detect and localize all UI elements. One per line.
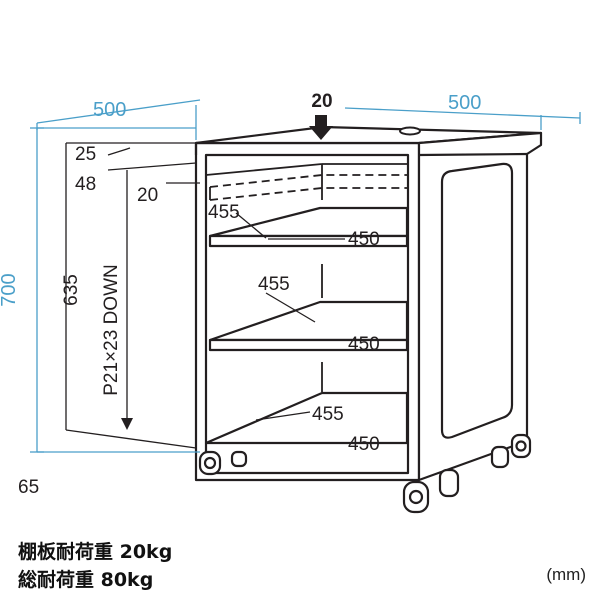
shelf2-depth-label: 455 xyxy=(258,274,290,295)
shelves xyxy=(204,206,409,445)
black-dimension-lines xyxy=(65,142,200,449)
cable-hole-arrow xyxy=(309,115,333,140)
width-right-label: 500 xyxy=(448,92,481,114)
total-load-spec: 総耐荷重 80kg xyxy=(18,569,154,591)
height-total-label: 700 xyxy=(0,273,20,306)
shelf2-width-label: 450 xyxy=(348,334,380,355)
caster-middle xyxy=(438,468,460,498)
top-offset-label: 48 xyxy=(75,174,96,195)
caster-back-left xyxy=(230,450,248,468)
unit-label: (mm) xyxy=(546,565,586,584)
width-left-label: 500 xyxy=(93,99,126,121)
blue-dimension-lines xyxy=(30,99,581,453)
dashed-top-shelf xyxy=(209,174,407,201)
top-inset-label: 20 xyxy=(137,185,158,206)
casters xyxy=(198,433,532,514)
shelf3-depth-label: 455 xyxy=(312,404,344,425)
cable-hole xyxy=(399,126,421,136)
shelf-dimension-lines xyxy=(235,212,345,444)
top-thickness-label: 25 xyxy=(75,144,96,165)
pitch-label: P21×23 DOWN xyxy=(101,264,122,395)
caster-back-right xyxy=(490,445,510,469)
pitch-arrow-head xyxy=(121,418,133,430)
height-inner-label: 635 xyxy=(61,274,82,306)
caster-front-left xyxy=(198,450,222,476)
shelf-load-spec: 棚板耐荷重 20kg xyxy=(18,541,173,563)
side-window xyxy=(440,162,514,439)
shelf-1-front xyxy=(208,234,409,248)
cable-hole-label: 20 xyxy=(311,91,332,112)
caster-back-right-2 xyxy=(510,433,532,459)
side-panel xyxy=(417,131,543,482)
shelf3-width-label: 450 xyxy=(348,434,380,455)
caster-front-right xyxy=(402,480,430,514)
caster-height-label: 65 xyxy=(18,477,39,498)
shelf1-width-label: 450 xyxy=(348,229,380,250)
inner-back-lines xyxy=(205,163,407,392)
shelf1-depth-label: 455 xyxy=(208,202,240,223)
